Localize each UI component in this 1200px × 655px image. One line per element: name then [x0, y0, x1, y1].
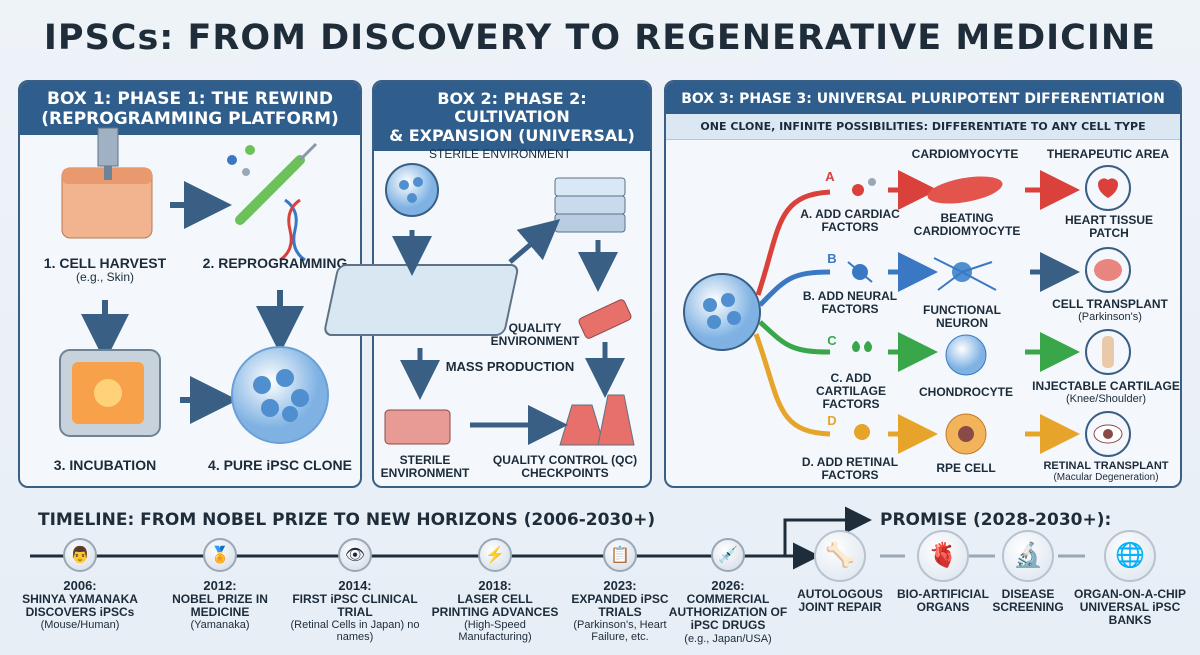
- heart-icon: [1085, 165, 1131, 211]
- cardiomyocyte-icon: [927, 176, 1003, 204]
- box-3-heading: BOX 3: PHASE 3: UNIVERSAL PLURIPOTENT DI…: [666, 82, 1180, 115]
- knee-icon: [1085, 329, 1131, 375]
- factor-b-label: B. ADD NEURAL FACTORS: [802, 289, 898, 317]
- rpe-cell-icon: [945, 413, 987, 455]
- petri-dish-icon: [385, 163, 439, 217]
- box-phase-1: BOX 1: PHASE 1: THE REWIND (REPROGRAMMIN…: [18, 80, 362, 488]
- medal-icon: 🏅: [203, 538, 237, 572]
- timeline-item-2026: 💉 2026: COMMERCIAL AUTHORIZATION OF iPSC…: [668, 538, 788, 645]
- factor-letter-d: D: [827, 413, 837, 428]
- brain-icon: [1085, 247, 1131, 293]
- microscope-icon: 🔬: [1002, 530, 1054, 582]
- step-reprogramming: 2. REPROGRAMMING: [202, 255, 348, 271]
- therapy-c-label: INJECTABLE CARTILAGE (Knee/Shoulder): [1032, 379, 1180, 406]
- promise-item-joint-repair: 🦴 AUTOLOGOUS JOINT REPAIR: [790, 530, 890, 614]
- organ-icon: 🫀: [917, 530, 969, 582]
- small-plate-icon: [384, 409, 451, 445]
- laser-icon: ⚡: [478, 538, 512, 572]
- promise-heading: PROMISE (2028-2030+):: [880, 510, 1112, 530]
- scientist-icon: 👨: [63, 538, 97, 572]
- quality-control-checkpoints: QUALITY CONTROL (QC) CHECKPOINTS: [492, 453, 638, 481]
- skin-tissue-icon: [61, 127, 153, 239]
- cell-b-label: FUNCTIONAL NEURON: [923, 303, 1001, 331]
- factor-letter-c: C: [827, 333, 837, 348]
- page-title: IPSCs: FROM DISCOVERY TO REGENERATIVE ME…: [43, 18, 1157, 58]
- promise-item-organ-on-chip: 🌐 ORGAN-ON-A-CHIP UNIVERSAL iPSC BANKS: [1070, 530, 1190, 628]
- timeline-item-2018: ⚡ 2018: LASER CELL PRINTING ADVANCES (Hi…: [430, 538, 560, 644]
- promise-item-bio-artificial-organs: 🫀 BIO-ARTIFICIAL ORGANS: [893, 530, 993, 614]
- therapy-a-label: HEART TISSUE PATCH: [1064, 213, 1153, 241]
- quality-environment: QUALITY ENVIRONMENT: [490, 321, 580, 349]
- box-2-heading: BOX 2: PHASE 2: CULTIVATION & EXPANSION …: [374, 82, 650, 152]
- factor-c-label: C. ADD CARTILAGE FACTORS: [816, 371, 886, 412]
- sterile-environment-bottom: STERILE ENVIRONMENT: [380, 453, 470, 481]
- cell-d-label: RPE CELL: [936, 461, 996, 475]
- retina-icon: 👁: [338, 538, 372, 572]
- factor-d-label: D. ADD RETINAL FACTORS: [801, 455, 899, 483]
- factor-a-label: A. ADD CARDIAC FACTORS: [800, 207, 900, 235]
- promise-item-disease-screening: 🔬 DISEASE SCREENING: [983, 530, 1073, 614]
- neuron-icon: [933, 257, 997, 291]
- timeline-heading: TIMELINE: FROM NOBEL PRIZE TO NEW HORIZO…: [38, 510, 656, 530]
- joint-icon: 🦴: [814, 530, 866, 582]
- cell-a-label: BEATING CARDIOMYOCYTE: [913, 211, 1021, 239]
- column-cell-header: CARDIOMYOCYTE: [911, 147, 1019, 161]
- step-cell-harvest: 1. CELL HARVEST (e.g., Skin): [43, 255, 167, 285]
- timeline-item-2014: 👁 2014: FIRST iPSC CLINICAL TRIAL (Retin…: [285, 538, 425, 644]
- column-therapy-header: THERAPEUTIC AREA: [1046, 147, 1170, 161]
- flask-icon: [578, 299, 632, 339]
- mass-production: MASS PRODUCTION: [445, 359, 575, 374]
- factor-letter-b: B: [827, 251, 837, 266]
- eye-icon: [1085, 411, 1131, 457]
- therapy-d-label: RETINAL TRANSPLANT (Macular Degeneration…: [1043, 460, 1169, 484]
- cell-c-label: CHONDROCYTE: [918, 385, 1013, 399]
- timeline-item-2012: 🏅 2012: NOBEL PRIZE IN MEDICINE (Yamanak…: [160, 538, 280, 631]
- globe-icon: 🌐: [1104, 530, 1156, 582]
- therapy-b-label: CELL TRANSPLANT (Parkinson's): [1052, 297, 1168, 324]
- box-1-heading: BOX 1: PHASE 1: THE REWIND (REPROGRAMMIN…: [20, 82, 360, 136]
- ipsc-clone-icon: [231, 346, 329, 444]
- incubator-icon: [59, 349, 161, 437]
- source-clone-icon: [683, 273, 761, 351]
- syringe-icon: 💉: [711, 538, 745, 572]
- timeline-item-2006: 👨 2006: SHINYA YAMANAKA DISCOVERS iPSCs …: [10, 538, 150, 631]
- chondrocyte-icon: [945, 334, 987, 376]
- step-incubation: 3. INCUBATION: [53, 457, 157, 473]
- clipboard-icon: 📋: [603, 538, 637, 572]
- timeline-item-2023: 📋 2023: EXPANDED iPSC TRIALS (Parkinson'…: [555, 538, 685, 644]
- box-3-subheading: ONE CLONE, INFINITE POSSIBILITIES: DIFFE…: [666, 114, 1180, 141]
- step-pure-ipsc-clone: 4. PURE iPSC CLONE: [208, 457, 352, 473]
- plate-stack-icon: [554, 177, 626, 233]
- beakers-icon: [559, 394, 635, 446]
- sterile-environment-top: STERILE ENVIRONMENT: [428, 147, 572, 161]
- factor-letter-a: A: [825, 169, 835, 184]
- syringe-dna-icon: [227, 142, 318, 262]
